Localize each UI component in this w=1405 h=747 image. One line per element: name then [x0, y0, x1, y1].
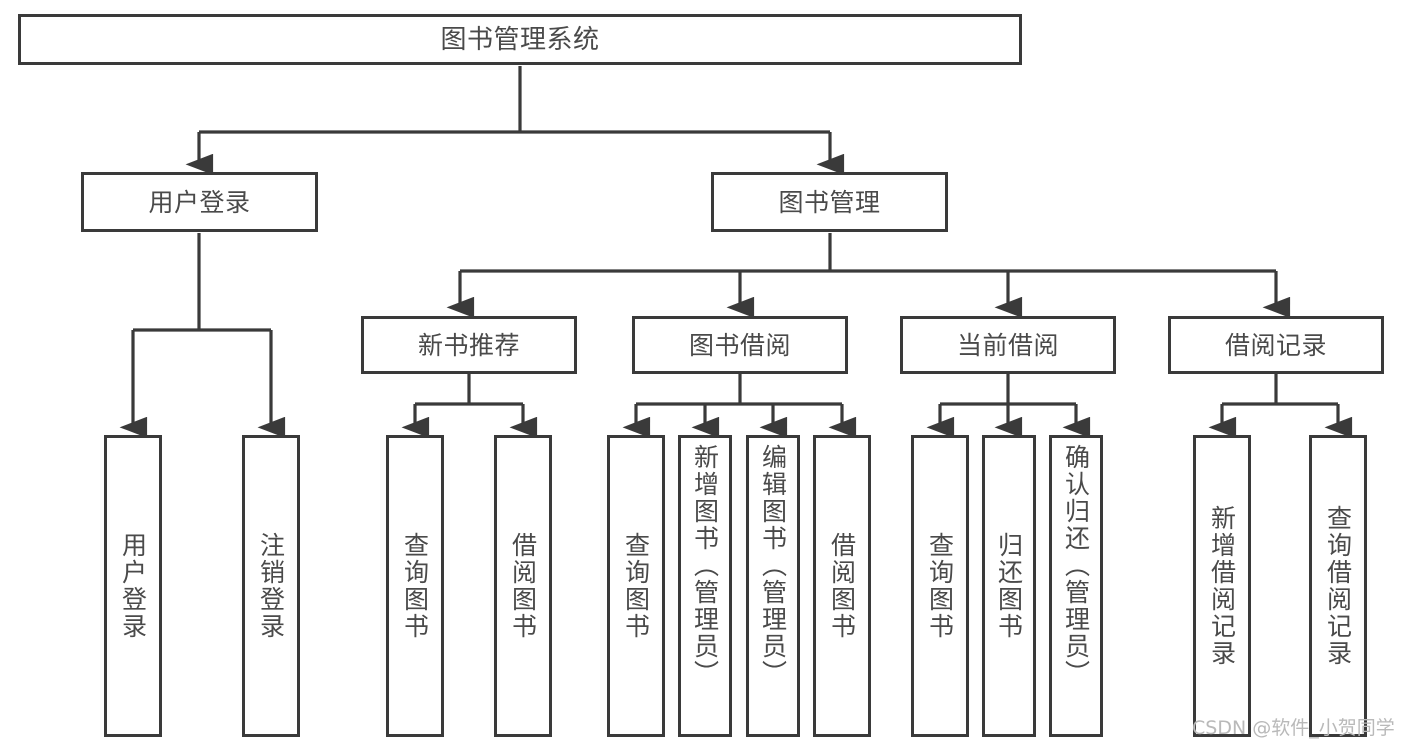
leaf-query-book-recommend[interactable]: 查询图书	[386, 435, 444, 737]
node-label: 查询图书	[621, 532, 651, 640]
node-label: 用户登录	[118, 532, 148, 640]
node-label: 查询图书	[400, 532, 430, 640]
watermark-text: CSDN @软件_小贺同学	[1192, 717, 1395, 739]
node-label: 借阅记录	[1224, 330, 1327, 360]
node-book-borrow[interactable]: 图书借阅	[632, 316, 848, 374]
node-label: 查询借阅记录	[1323, 505, 1353, 667]
leaf-user-login[interactable]: 用户登录	[104, 435, 162, 737]
node-label: 用户登录	[148, 187, 251, 217]
node-label: 图书借阅	[688, 330, 791, 360]
node-label: 查询图书	[925, 532, 955, 640]
node-user-login[interactable]: 用户登录	[81, 172, 318, 232]
node-label: 借阅图书	[508, 532, 538, 640]
leaf-edit-book-admin[interactable]: 编辑图书（管理员）	[746, 435, 800, 737]
node-label: 新书推荐	[417, 330, 520, 360]
node-book-management[interactable]: 图书管理	[711, 172, 948, 232]
leaf-query-borrow-record[interactable]: 查询借阅记录	[1309, 435, 1367, 737]
leaf-logout-login[interactable]: 注销登录	[242, 435, 300, 737]
node-label: 新增图书（管理员）	[690, 444, 720, 687]
leaf-add-book-admin[interactable]: 新增图书（管理员）	[678, 435, 732, 737]
leaf-query-book-borrow[interactable]: 查询图书	[607, 435, 665, 737]
node-label: 借阅图书	[827, 532, 857, 640]
leaf-borrow-book-recommend[interactable]: 借阅图书	[494, 435, 552, 737]
leaf-query-book-current[interactable]: 查询图书	[911, 435, 969, 737]
node-borrow-record[interactable]: 借阅记录	[1168, 316, 1384, 374]
node-label: 图书管理系统	[440, 24, 600, 55]
node-label: 归还图书	[994, 532, 1024, 640]
node-label: 当前借阅	[956, 330, 1059, 360]
node-label: 注销登录	[256, 532, 286, 640]
node-label: 确认归还（管理员）	[1061, 444, 1091, 687]
leaf-borrow-book-borrow[interactable]: 借阅图书	[813, 435, 871, 737]
node-label: 图书管理	[778, 187, 881, 217]
node-root-system[interactable]: 图书管理系统	[18, 14, 1022, 65]
leaf-add-borrow-record[interactable]: 新增借阅记录	[1193, 435, 1251, 737]
node-new-book-recommend[interactable]: 新书推荐	[361, 316, 577, 374]
leaf-return-book[interactable]: 归还图书	[982, 435, 1036, 737]
leaf-confirm-return-admin[interactable]: 确认归还（管理员）	[1049, 435, 1103, 737]
node-label: 新增借阅记录	[1207, 505, 1237, 667]
node-label: 编辑图书（管理员）	[758, 444, 788, 687]
node-current-borrow[interactable]: 当前借阅	[900, 316, 1116, 374]
